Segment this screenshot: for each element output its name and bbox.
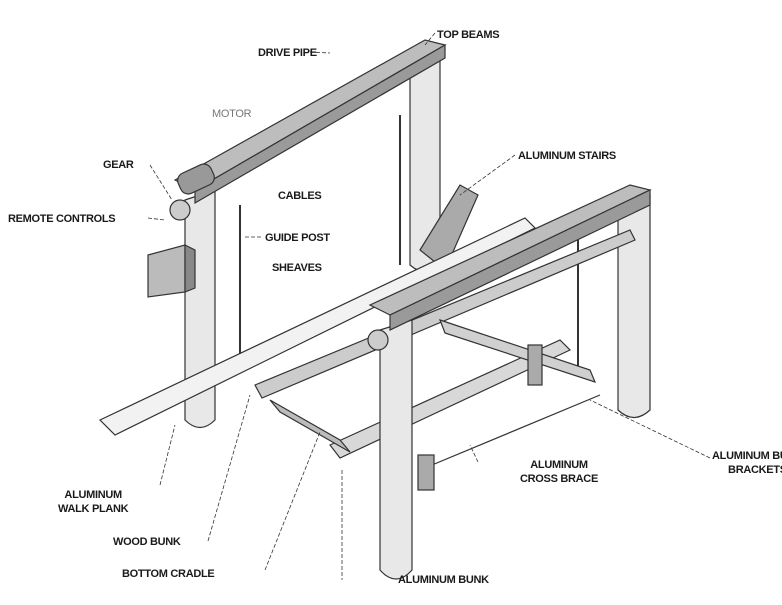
label-sheaves: SHEAVES [272,262,322,274]
label-gear: GEAR [103,159,134,171]
label-aluminum-bunk: ALUMINUM BUNK [398,574,489,586]
label-wood-bunk: WOOD BUNK [113,536,181,548]
label-remote-controls: REMOTE CONTROLS [8,213,116,225]
label-guide-post: GUIDE POST [265,232,330,244]
remote-control-box [147,244,186,298]
gear [169,199,191,221]
label-line: ALUMINUM [530,459,588,471]
walk-plank [98,217,537,436]
label-aluminum-cross-brace: ALUMINUM CROSS BRACE [520,458,598,486]
leader-lines [147,32,711,580]
label-line: ALUMINUM [64,489,122,501]
label-line: CROSS BRACE [520,473,598,485]
label-top-beams: TOP BEAMS [437,29,500,41]
label-line: ALUMINUM BUNK [712,450,782,462]
front-left-post [379,319,413,580]
label-aluminum-stairs: ALUMINUM STAIRS [518,150,616,162]
bottom-cradle [269,399,351,453]
wood-bunk [254,229,636,399]
label-aluminum-bunk-brackets: ALUMINUM BUNK BRACKETS [712,449,782,477]
front-right-post [617,194,651,419]
label-aluminum-walk-plank: ALUMINUM WALK PLANK [58,488,129,516]
motor [177,163,215,195]
label-cables: CABLES [278,190,322,202]
label-line: WALK PLANK [58,503,129,515]
label-drive-pipe: DRIVE PIPE [258,47,317,59]
label-motor: MOTOR [212,108,252,120]
label-line: BRACKETS [728,464,782,476]
label-bottom-cradle: BOTTOM CRADLE [122,568,215,580]
bunk-bracket [527,344,543,386]
